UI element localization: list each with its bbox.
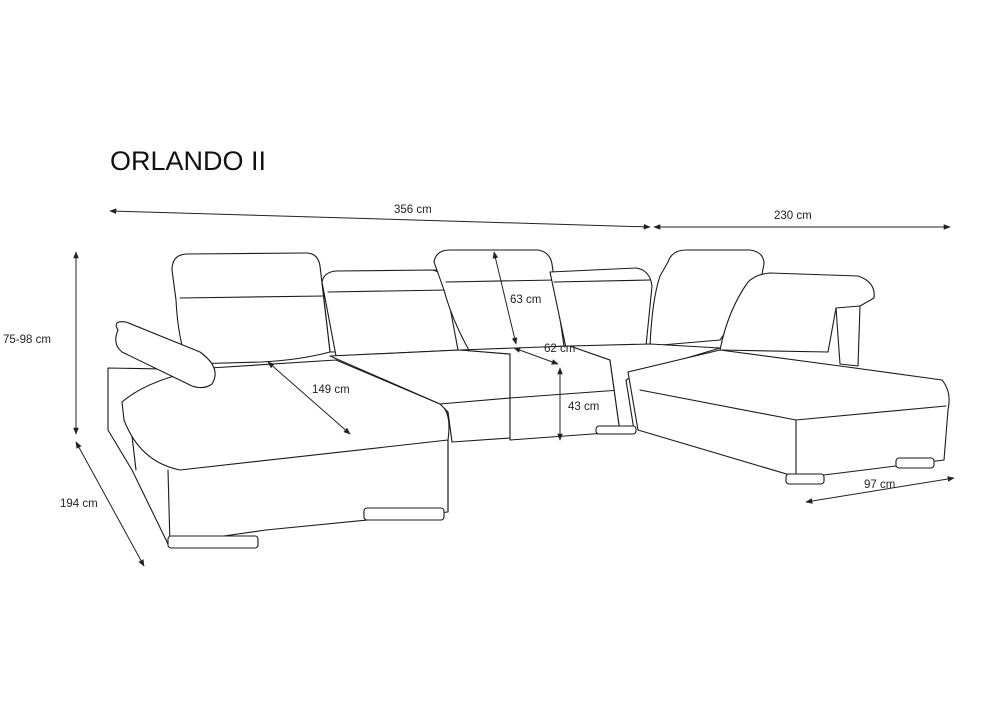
foot-left-front xyxy=(167,535,259,549)
foot-left-middle xyxy=(363,507,445,521)
label-backrest-height: 63 cm xyxy=(510,294,541,306)
dim-line-seat-depth xyxy=(513,347,559,365)
right-headrest xyxy=(649,249,765,347)
left-headrest xyxy=(171,252,331,365)
label-width-main: 356 cm xyxy=(394,204,432,216)
middle-back-cushion xyxy=(321,269,459,357)
dim-line-backrest-height xyxy=(492,251,518,345)
label-chaise-length: 149 cm xyxy=(312,384,350,396)
foot-center xyxy=(595,425,637,435)
foot-right-front xyxy=(785,473,825,485)
left-armrest xyxy=(115,321,216,389)
dim-line-chaise-width xyxy=(805,476,955,504)
label-seat-height: 43 cm xyxy=(568,401,599,413)
label-depth-left: 194 cm xyxy=(60,498,98,510)
dim-line-width-main xyxy=(109,208,651,230)
inner-back-cushion xyxy=(549,267,653,349)
dim-line-depth-left xyxy=(75,441,145,567)
dim-line-chaise-length xyxy=(267,361,351,435)
dimension-lines xyxy=(73,208,955,567)
label-seat-depth: 62 cm xyxy=(544,343,575,355)
corner-seat xyxy=(569,343,721,433)
label-chaise-width: 97 cm xyxy=(864,479,895,491)
product-title: ORLANDO II xyxy=(110,146,266,176)
right-back-cushion xyxy=(719,272,875,353)
foot-right-rear xyxy=(895,457,935,469)
label-width-right: 230 cm xyxy=(774,210,812,222)
label-height: 75-98 cm xyxy=(3,334,51,346)
dimension-labels: 356 cm 230 cm 75-98 cm 194 cm 149 cm 63 … xyxy=(3,204,895,510)
